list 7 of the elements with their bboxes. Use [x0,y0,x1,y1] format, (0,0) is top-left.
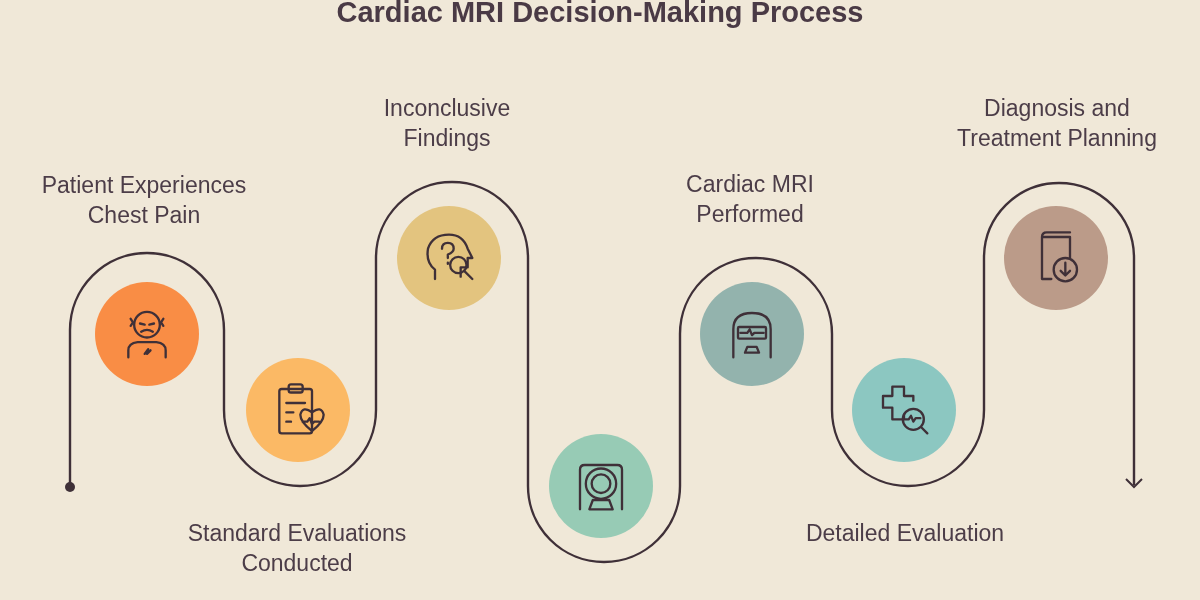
step-label: Inconclusive Findings [382,94,512,153]
step-label: Patient Experiences Chest Pain [40,171,248,230]
step-label: Diagnosis and Treatment Planning [956,94,1158,153]
step-label: Standard Evaluations Conducted [186,519,408,578]
step-label: Cardiac MRI Performed [685,170,815,229]
diagram-title: Cardiac MRI Decision-Making Process [335,0,865,29]
step-label: Detailed Evaluation [804,519,1006,548]
